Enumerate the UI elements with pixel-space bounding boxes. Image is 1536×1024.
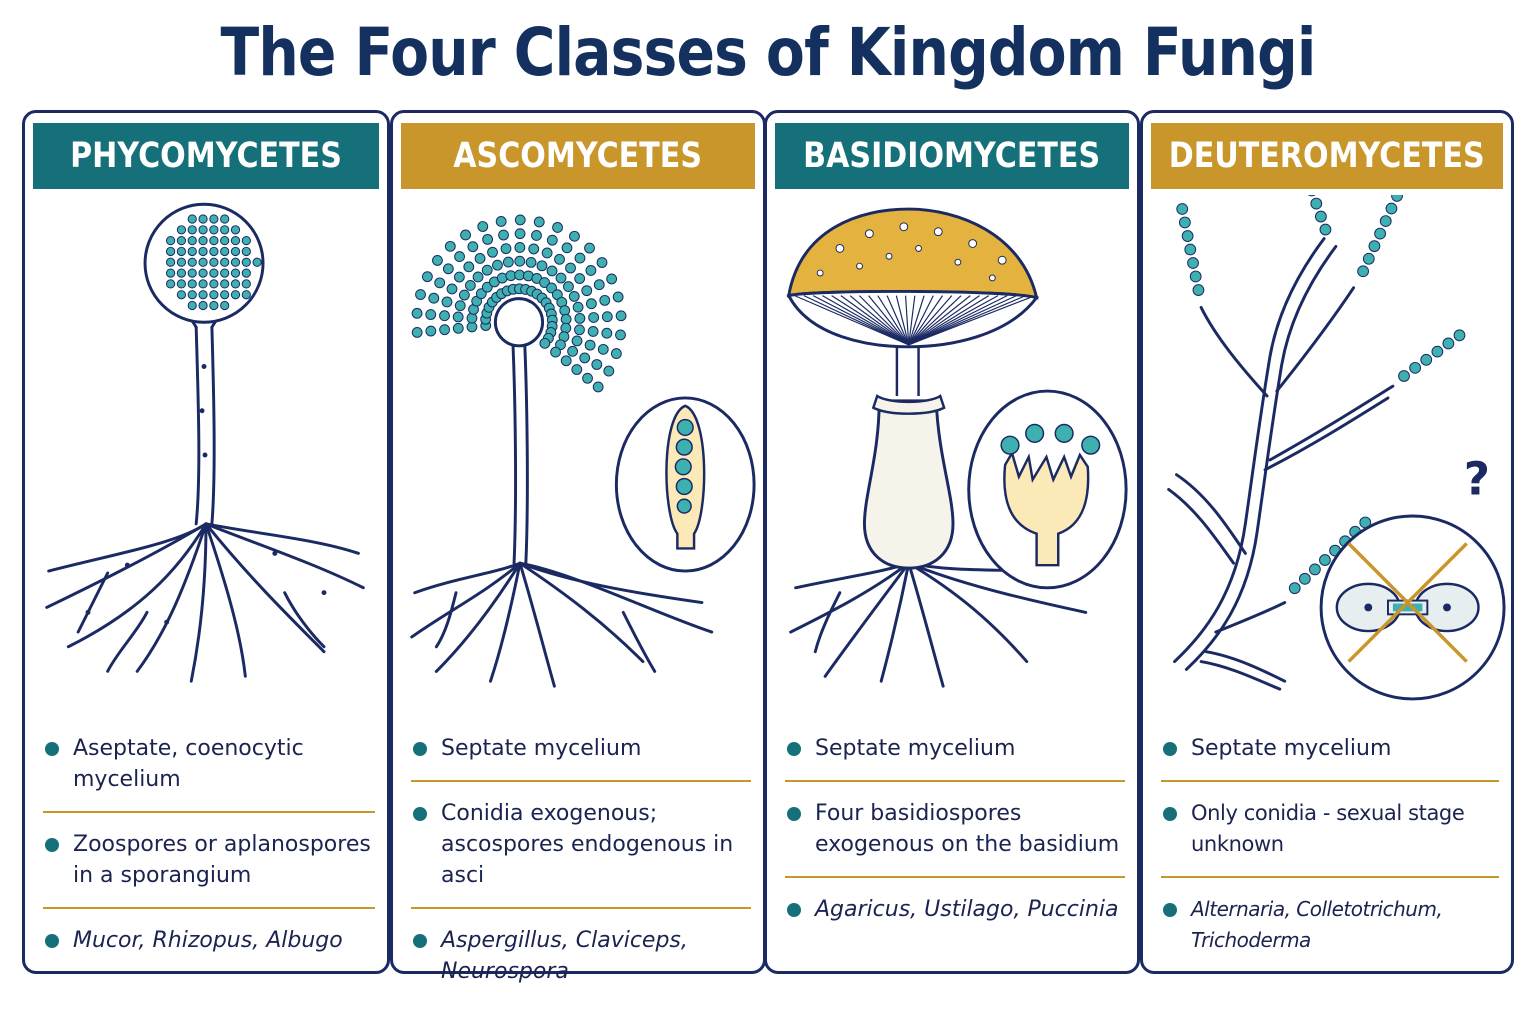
panel-header: PHYCOMYCETES [33, 123, 379, 189]
bullet-icon [1163, 742, 1177, 756]
divider [785, 876, 1125, 878]
divider [43, 907, 375, 909]
panel-header: DEUTEROMYCETES [1151, 123, 1503, 189]
examples-item: Agaricus, Ustilago, Puccinia [785, 894, 1125, 925]
bullet-icon [45, 934, 59, 948]
question-mark-icon: ? [1464, 452, 1490, 505]
panel-header: BASIDIOMYCETES [775, 123, 1129, 189]
panel-basidiomycetes: BASIDIOMYCETES [764, 110, 1140, 974]
ascomycetes-illustration [397, 195, 759, 715]
bullet-icon [45, 838, 59, 852]
divider [1161, 876, 1499, 878]
bullet-icon [1163, 807, 1177, 821]
facts-list: Aseptate, coenocytic mycelium Zoospores … [43, 733, 375, 956]
panel-header: ASCOMYCETES [401, 123, 755, 189]
feature-item: Septate mycelium [1161, 733, 1499, 764]
feature-item: Aseptate, coenocytic mycelium [43, 733, 375, 795]
divider [43, 811, 375, 813]
bullet-icon [1163, 903, 1177, 917]
basidiomycetes-illustration [771, 195, 1133, 715]
panel-phycomycetes: PHYCOMYCETES [22, 110, 390, 974]
feature-item: Septate mycelium [411, 733, 751, 764]
feature-item: Conidia exogenous; ascospores endogenous… [411, 798, 751, 891]
bullet-icon [45, 742, 59, 756]
panel-ascomycetes: ASCOMYCETES [390, 110, 766, 984]
phycomycetes-illustration [29, 195, 383, 715]
examples-item: Alternaria, Colletotrichum, Trichoderma [1161, 894, 1499, 956]
bullet-icon [413, 742, 427, 756]
feature-item: Zoospores or aplanospores in a sporangiu… [43, 829, 375, 891]
bullet-icon [413, 934, 427, 948]
bullet-icon [787, 807, 801, 821]
page-title: The Four Classes of Kingdom Fungi [220, 14, 1317, 91]
divider [1161, 780, 1499, 782]
facts-list: Septate mycelium Conidia exogenous; asco… [411, 733, 751, 987]
divider [411, 780, 751, 782]
facts-list: Septate mycelium Four basidiospores exog… [785, 733, 1125, 925]
examples-item: Aspergillus, Claviceps, Neurospora [411, 925, 751, 987]
divider [785, 780, 1125, 782]
feature-item: Septate mycelium [785, 733, 1125, 764]
bullet-icon [413, 807, 427, 821]
feature-item: Four basidiospores exogenous on the basi… [785, 798, 1125, 860]
panel-deuteromycetes: DEUTEROMYCETES [1140, 110, 1514, 974]
feature-item: Only conidia - sexual stage unknown [1161, 798, 1499, 860]
examples-item: Mucor, Rhizopus, Albugo [43, 925, 375, 956]
deuteromycetes-illustration: ? [1147, 195, 1507, 715]
bullet-icon [787, 742, 801, 756]
facts-list: Septate mycelium Only conidia - sexual s… [1161, 733, 1499, 956]
bullet-icon [787, 903, 801, 917]
divider [411, 907, 751, 909]
